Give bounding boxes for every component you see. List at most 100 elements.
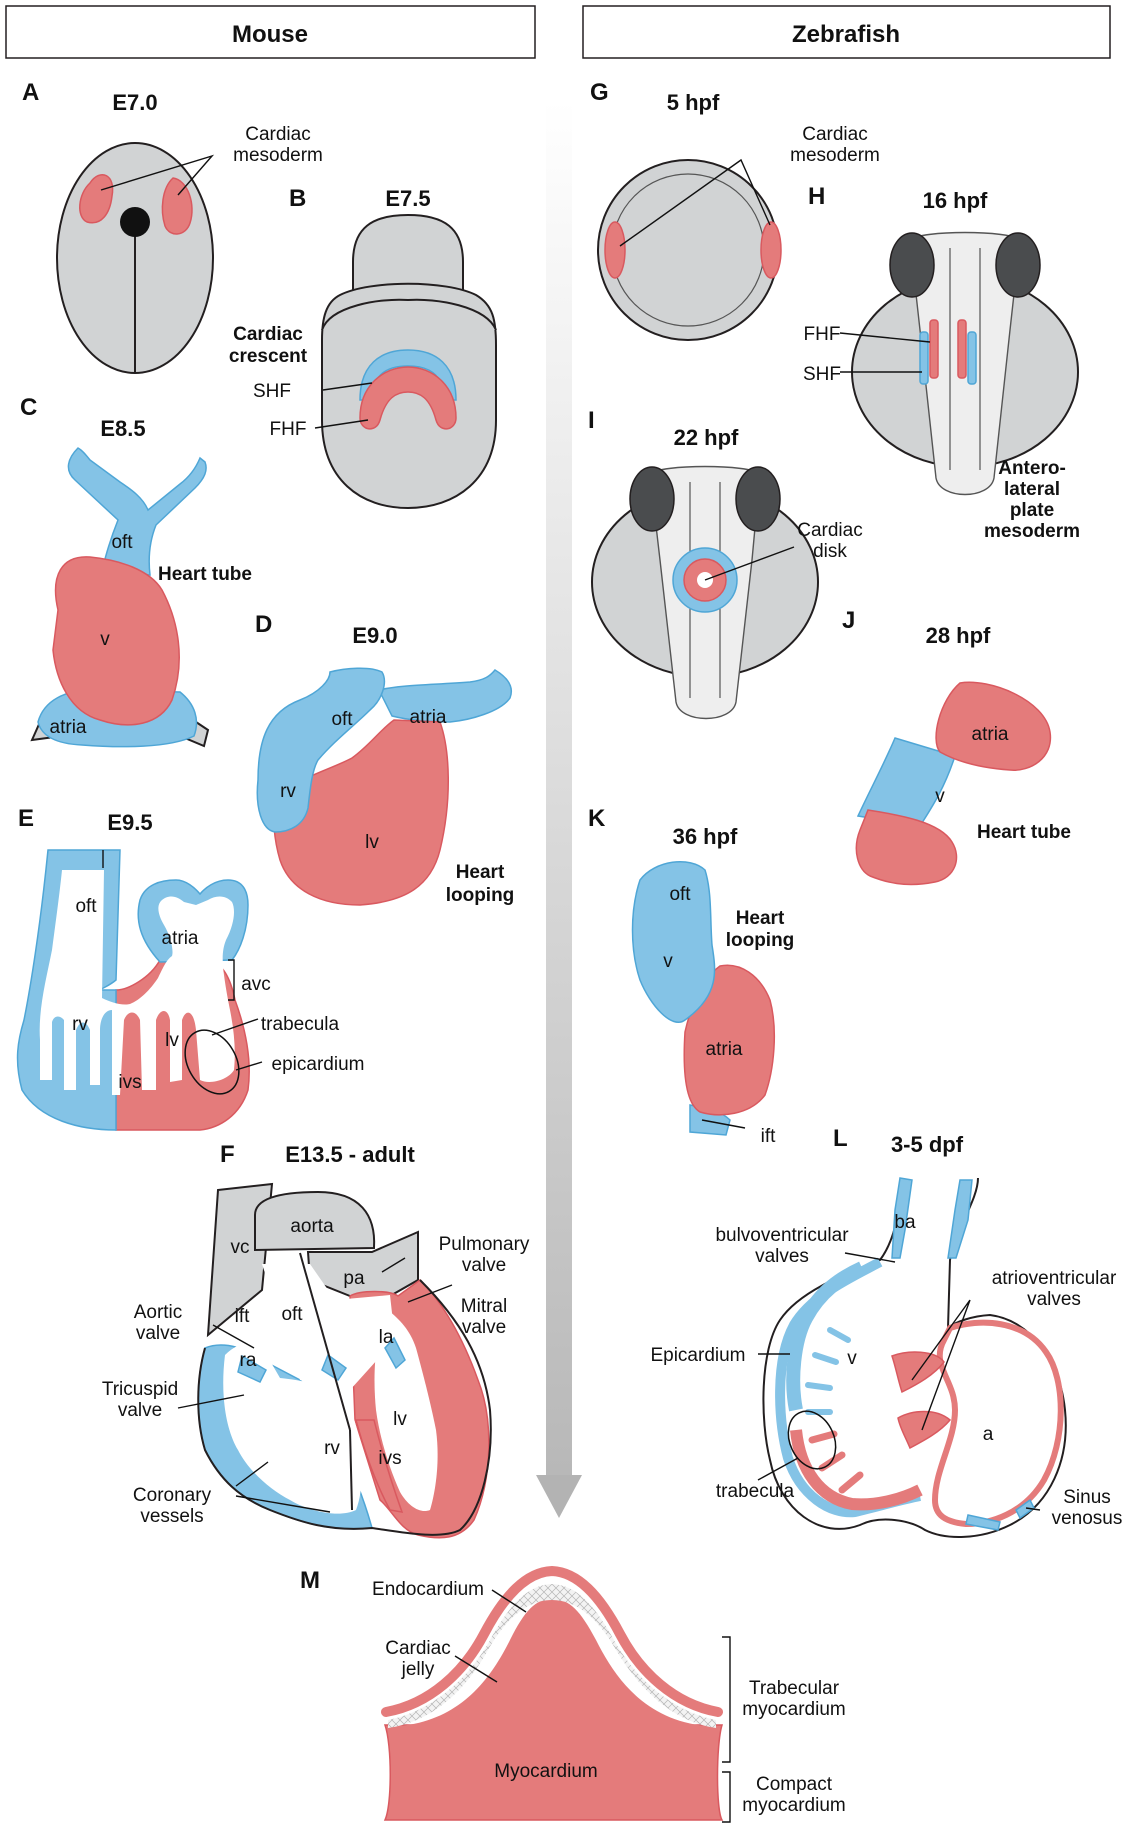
panel-e-avc: avc — [241, 974, 271, 995]
panel-f-pulmonary-2: valve — [462, 1255, 506, 1276]
panel-d-rv: rv — [280, 781, 296, 802]
panel-i-letter: I — [588, 407, 595, 434]
panel-f-aortic-1: Aortic — [134, 1302, 183, 1323]
panel-m-trabecular-1: Trabecular — [749, 1678, 840, 1699]
panel-b: B E7.5 Cardiac crescent SHF FHF — [229, 185, 496, 508]
panel-j-atria: atria — [972, 724, 1009, 745]
panel-e-epicardium: epicardium — [272, 1054, 365, 1075]
panel-m-letter: M — [300, 1567, 320, 1594]
panel-f-ra: ra — [240, 1350, 257, 1371]
panel-d-note-1: Heart — [456, 862, 505, 883]
mouse-header: Mouse — [6, 6, 535, 58]
panel-h-note-4: mesoderm — [984, 521, 1080, 542]
panel-a-letter: A — [22, 79, 39, 106]
panel-i: I 22 hpf Cardiac disk — [588, 407, 863, 719]
panel-l: L 3-5 dpf — [650, 1125, 1122, 1537]
panel-m-jelly-2: jelly — [401, 1659, 435, 1680]
panel-d-letter: D — [255, 611, 272, 638]
panel-e-oft: oft — [75, 896, 97, 917]
panel-e-rv: rv — [72, 1014, 88, 1035]
panel-b-shf: SHF — [253, 381, 291, 402]
panel-f-stage: E13.5 - adult — [285, 1142, 415, 1167]
panel-l-a: a — [983, 1424, 994, 1445]
panel-c-atria: atria — [50, 717, 87, 738]
panel-b-fhf: FHF — [270, 419, 307, 440]
panel-j: J 28 hpf atria v Heart tube — [842, 607, 1071, 884]
panel-c-letter: C — [20, 394, 37, 421]
panel-d-note-2: looping — [446, 885, 515, 906]
panel-e-letter: E — [18, 805, 34, 832]
panel-b-letter: B — [289, 185, 306, 212]
panel-f-mitral-1: Mitral — [461, 1296, 507, 1317]
panel-k-ift: ift — [761, 1126, 777, 1147]
panel-l-sinus-1: Sinus — [1063, 1487, 1111, 1508]
panel-m-endocardium: Endocardium — [372, 1579, 484, 1600]
panel-d: D E9.0 oft atria rv lv Heart looping — [255, 611, 514, 906]
panel-k-stage: 36 hpf — [673, 824, 738, 849]
panel-c: C E8.5 oft v atria Heart tube — [20, 394, 252, 747]
panel-g: G 5 hpf Cardiac mesoderm — [590, 79, 880, 340]
panel-k-v: v — [663, 951, 673, 972]
panel-f-tricuspid-1: Tricuspid — [102, 1379, 178, 1400]
panel-g-stage: 5 hpf — [667, 90, 720, 115]
panel-h-fhf: FHF — [804, 324, 841, 345]
panel-j-letter: J — [842, 607, 855, 634]
panel-j-stage: 28 hpf — [926, 623, 991, 648]
panel-f-vc: vc — [231, 1237, 250, 1258]
panel-e-ivs: ivs — [118, 1072, 141, 1093]
panel-f-pulmonary-1: Pulmonary — [439, 1234, 530, 1255]
panel-l-epicardium: Epicardium — [650, 1345, 745, 1366]
down-arrow-icon — [536, 100, 582, 1518]
panel-i-stage: 22 hpf — [674, 425, 739, 450]
panel-e-lv: lv — [165, 1030, 179, 1051]
panel-f-aorta: aorta — [290, 1216, 334, 1237]
panel-h: H 16 hpf FHF SHF Antero- lateral plate m… — [803, 183, 1080, 542]
panel-m: M Endocardium Cardiac jelly Myocardium T… — [300, 1567, 846, 1822]
panel-g-letter: G — [590, 79, 609, 106]
panel-f-tricuspid-2: valve — [118, 1400, 162, 1421]
panel-m-trabecular-2: myocardium — [742, 1699, 845, 1720]
panel-f-letter: F — [220, 1141, 235, 1168]
panel-l-v: v — [847, 1348, 857, 1369]
panel-i-label-2: disk — [813, 541, 847, 562]
panel-h-letter: H — [808, 183, 825, 210]
panel-a-stage: E7.0 — [112, 90, 157, 115]
panel-l-stage: 3-5 dpf — [891, 1132, 964, 1157]
panel-h-shf: SHF — [803, 364, 841, 385]
panel-k: K 36 hpf oft v atria ift Heart looping — [588, 805, 794, 1147]
panel-f-ift: ift — [235, 1306, 251, 1327]
panel-e-trabecula: trabecula — [261, 1014, 340, 1035]
panel-l-atrio-1: atrioventricular — [992, 1268, 1117, 1289]
panel-e-atria: atria — [162, 928, 199, 949]
panel-l-trabecula: trabecula — [716, 1481, 795, 1502]
panel-m-jelly-1: Cardiac — [385, 1638, 450, 1659]
panel-k-letter: K — [588, 805, 606, 832]
panel-m-myocardium: Myocardium — [494, 1761, 597, 1782]
panel-g-label-1: Cardiac — [802, 124, 867, 145]
panel-c-stage: E8.5 — [100, 416, 145, 441]
panel-k-atria: atria — [706, 1039, 743, 1060]
panel-l-bulbo-1: bulvoventricular — [715, 1225, 849, 1246]
panel-f-lv: lv — [393, 1409, 407, 1430]
panel-l-letter: L — [833, 1125, 848, 1152]
panel-i-label-1: Cardiac — [797, 520, 862, 541]
panel-k-oft: oft — [669, 884, 691, 905]
panel-m-compact-1: Compact — [756, 1774, 833, 1795]
panel-c-v: v — [100, 629, 110, 650]
panel-a-label-2: mesoderm — [233, 145, 323, 166]
panel-l-sinus-2: venosus — [1052, 1508, 1123, 1529]
panel-f-rv: rv — [324, 1438, 340, 1459]
panel-l-atrio-2: valves — [1027, 1289, 1081, 1310]
panel-g-label-2: mesoderm — [790, 145, 880, 166]
panel-l-bulbo-2: valves — [755, 1246, 809, 1267]
panel-f-pa: pa — [343, 1268, 365, 1289]
panel-b-title-1: Cardiac — [233, 324, 303, 345]
panel-a-label-1: Cardiac — [245, 124, 310, 145]
panel-e-stage: E9.5 — [107, 810, 152, 835]
panel-k-note-1: Heart — [736, 908, 785, 929]
panel-c-note: Heart tube — [158, 564, 252, 585]
panel-d-lv: lv — [365, 832, 379, 853]
panel-l-ba: ba — [894, 1212, 916, 1233]
panel-m-compact-2: myocardium — [742, 1795, 845, 1816]
